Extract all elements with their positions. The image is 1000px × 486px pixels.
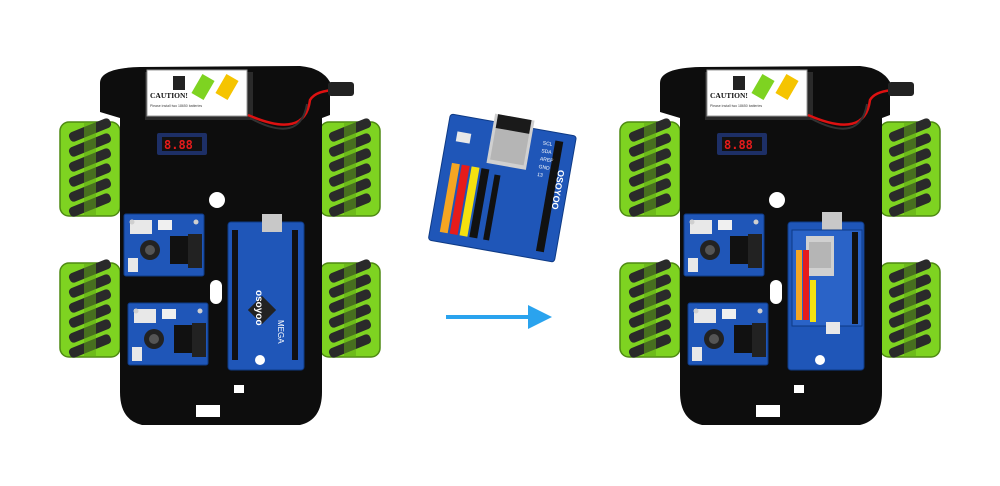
caution-note: Please install two 18650 batteries [150, 104, 202, 108]
pin-label: GND [538, 164, 550, 172]
robot-car-before: CAUTION! Please install two 18650 batter… [59, 66, 381, 425]
mega-board-with-shield [787, 212, 865, 371]
battery-caution-label: CAUTION! Please install two 18650 batter… [706, 69, 808, 117]
motor-driver-module [127, 302, 209, 366]
caution-title: CAUTION! [710, 91, 748, 100]
motor-driver-module [687, 302, 769, 366]
voltage-display [717, 133, 767, 155]
right-arrow-icon [446, 305, 552, 329]
mecanum-wheel [319, 116, 381, 219]
pin-label: 13 [537, 172, 544, 179]
pin-label: SDA [541, 148, 553, 156]
pin-label: SCL [542, 140, 553, 148]
mecanum-wheel [619, 257, 681, 360]
mecanum-wheel [59, 257, 121, 360]
mega-board: osoyoo MEGA [227, 214, 305, 371]
board-brand: osoyoo [253, 290, 264, 326]
motor-driver-module [683, 213, 765, 277]
caution-title: CAUTION! [150, 91, 188, 100]
mecanum-wheel [879, 257, 941, 360]
pin-label: AREF [539, 156, 553, 164]
caution-note: Please install two 18650 batteries [710, 104, 762, 108]
board-model: MEGA [276, 320, 285, 344]
mecanum-wheel [59, 116, 121, 219]
mecanum-wheel [319, 257, 381, 360]
robot-car-after: CAUTION! Please install two 18650 batter… [619, 66, 941, 425]
mecanum-wheel [879, 116, 941, 219]
battery-caution-label: CAUTION! Please install two 18650 batter… [146, 69, 248, 117]
motor-driver-module [123, 213, 205, 277]
mecanum-wheel [619, 116, 681, 219]
wifi-shield: OSOYOO SCL SDA AREF GND 13 [428, 113, 577, 263]
voltage-display [157, 133, 207, 155]
